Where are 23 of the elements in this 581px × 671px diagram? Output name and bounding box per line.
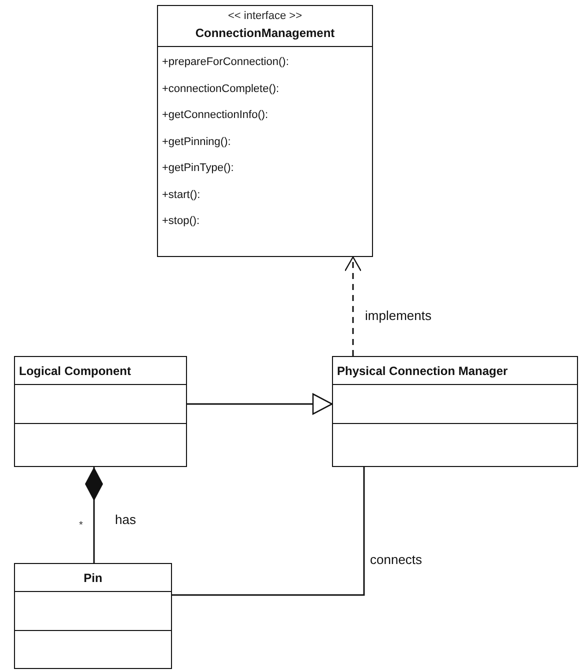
method-text: +getConnectionInfo(): xyxy=(162,108,270,123)
method-text: +getPinning(): xyxy=(162,134,232,150)
method-text: +getPinType(): xyxy=(162,161,235,176)
multiplicity-label: * xyxy=(79,520,83,531)
method-text: +prepareForConnection(): xyxy=(162,55,290,70)
method-text: +stop(): xyxy=(162,214,201,229)
class-name: ConnectionManagement xyxy=(195,26,335,40)
class-box xyxy=(14,563,172,669)
method-text: +connectionComplete(): xyxy=(162,82,280,96)
class-name: Pin xyxy=(84,571,102,585)
class-name: Logical Component xyxy=(19,364,131,378)
class-box xyxy=(14,356,187,467)
class-box xyxy=(157,5,373,257)
edge-label: has xyxy=(115,512,136,527)
connector-line xyxy=(85,467,103,563)
stereotype-label: << interface >> xyxy=(228,10,302,22)
connector-line xyxy=(187,393,333,415)
dashed-arrow xyxy=(344,256,362,356)
class-name: Physical Connection Manager xyxy=(337,364,508,378)
method-text: +start(): xyxy=(162,188,202,202)
connector-line xyxy=(172,467,365,596)
edge-label: implements xyxy=(365,308,432,323)
class-box xyxy=(332,356,578,467)
